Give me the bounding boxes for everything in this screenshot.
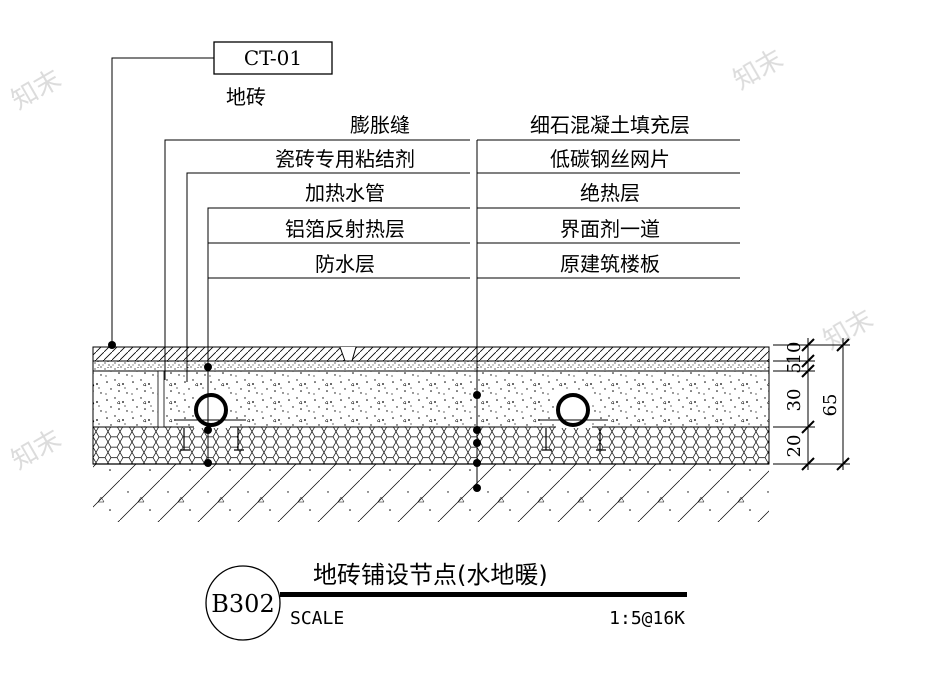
insulation-layer (92, 426, 770, 465)
label-tile-adhesive: 瓷砖专用粘结剂 (275, 147, 415, 171)
dim-65: 65 (820, 394, 841, 417)
scale-label: SCALE (290, 608, 344, 629)
dimension-values: 10 5 30 20 65 (784, 342, 841, 458)
label-concrete-fill: 细石混凝土填充层 (530, 113, 690, 137)
svg-text:知末: 知末 (7, 64, 67, 116)
label-floor-slab: 原建筑楼板 (560, 252, 660, 276)
title-block: B302 地砖铺设节点(水地暖) SCALE 1:5@16K (205, 561, 687, 641)
svg-text:知末: 知末 (819, 304, 879, 356)
adhesive-layer (92, 360, 770, 372)
slab-layer (93, 464, 769, 522)
label-steel-mesh: 低碳钢丝网片 (550, 147, 670, 171)
label-foil-layer: 铝箔反射热层 (285, 217, 405, 241)
labels-left: 膨胀缝 瓷砖专用粘结剂 加热水管 铝箔反射热层 防水层 (275, 113, 415, 276)
svg-text:知末: 知末 (7, 424, 67, 476)
labels-right: 细石混凝土填充层 低碳钢丝网片 绝热层 界面剂一道 原建筑楼板 (530, 113, 690, 276)
dim-10: 10 (784, 342, 805, 365)
dimension-chain (773, 338, 850, 471)
floor-section (92, 346, 770, 522)
tag-code: CT-01 (244, 46, 302, 70)
label-interface-agent: 界面剂一道 (560, 217, 660, 241)
label-insulation: 绝热层 (580, 181, 640, 205)
detail-id: B302 (211, 590, 274, 618)
material-tag: CT-01 地砖 (108, 41, 333, 349)
label-heating-pipe: 加热水管 (305, 181, 385, 205)
tile-layer (92, 346, 770, 362)
leaders-left (164, 139, 470, 463)
tag-material: 地砖 (226, 85, 266, 109)
label-expansion-joint: 膨胀缝 (350, 113, 410, 137)
scale-value: 1:5@16K (609, 608, 685, 629)
svg-text:知末: 知末 (729, 44, 789, 96)
detail-title: 地砖铺设节点(水地暖) (313, 561, 548, 589)
heating-pipe-left (176, 390, 246, 451)
dim-20: 20 (784, 435, 805, 458)
dim-30: 30 (784, 389, 805, 412)
dim-5: 5 (784, 362, 805, 373)
label-waterproof-layer: 防水层 (315, 252, 375, 276)
watermark: 知末 知末 知末 知末 (7, 44, 879, 476)
heating-pipe-right (538, 390, 608, 451)
